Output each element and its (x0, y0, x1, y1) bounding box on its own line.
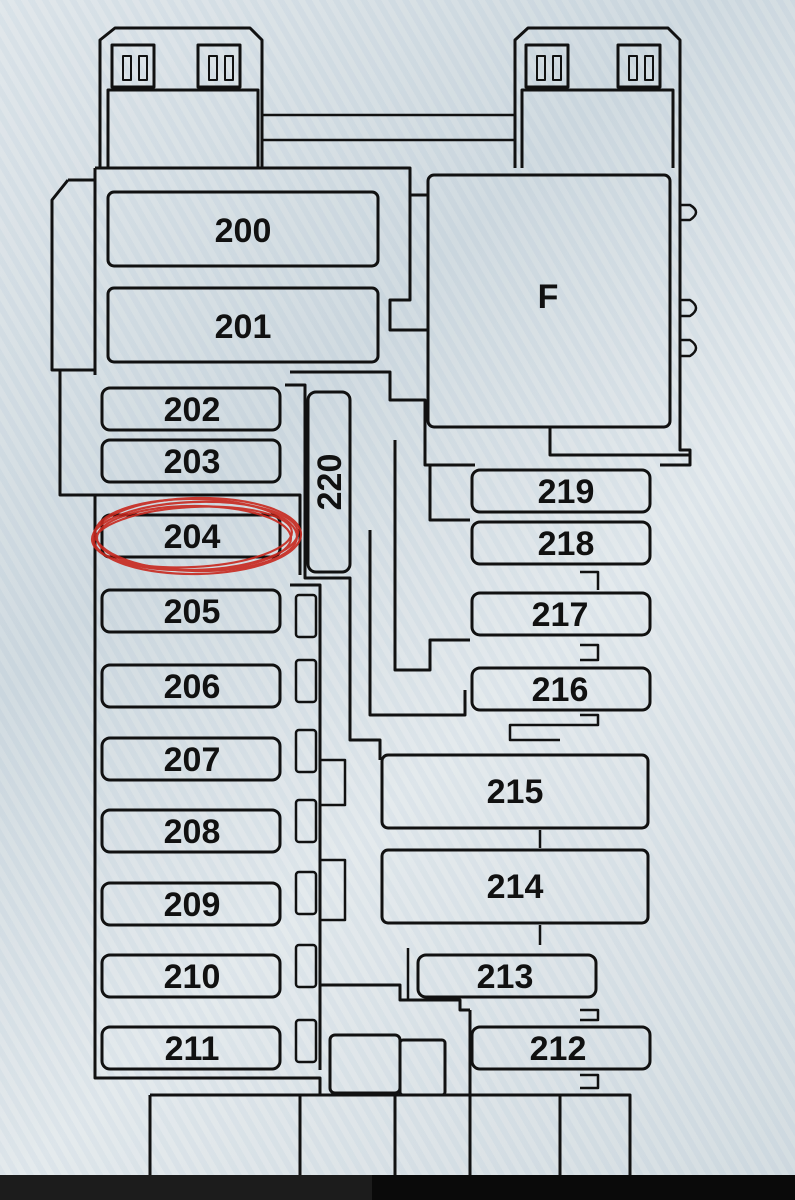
relay-label-f: F (538, 278, 559, 316)
fuse-label-205: 205 (164, 593, 221, 631)
fuse-201-box (106, 286, 380, 364)
fuse-label-216: 216 (532, 671, 589, 709)
fuse-212-box (470, 1025, 652, 1071)
fuse-200-box (106, 190, 380, 268)
fuse-label-210: 210 (164, 958, 221, 996)
fuse-207-box (100, 736, 282, 782)
fuse-202-box (100, 386, 282, 432)
fuse-211-box (100, 1025, 282, 1071)
fuse-213-box (416, 953, 598, 999)
fuse-209-box (100, 881, 282, 927)
fuse-label-219: 219 (538, 473, 595, 511)
side-tabs (294, 593, 347, 1064)
fuse-205-box (100, 588, 282, 634)
fuse-label-203: 203 (164, 443, 221, 481)
fuse-206-box (100, 663, 282, 709)
red-highlight-circle (90, 496, 303, 576)
fuse-label-213: 213 (477, 958, 534, 996)
fuse-204-box (100, 513, 282, 559)
fuse-218-box (470, 520, 652, 566)
fuse-210-box (100, 953, 282, 999)
top-left-connector (98, 26, 264, 168)
fuse-220-box (306, 390, 352, 574)
fuse-label-215: 215 (487, 773, 544, 811)
fuse-217-box (470, 591, 652, 637)
fuse-208-box (100, 808, 282, 854)
fuse-214-box (380, 848, 650, 925)
fuse-label-220: 220 (311, 454, 349, 511)
fuse-label-218: 218 (538, 525, 595, 563)
fuse-216-box (470, 666, 652, 712)
fuse-label-207: 207 (164, 741, 221, 779)
fuse-203-box (100, 438, 282, 484)
fuse-box-diagram: 200 201 202 203 204 205 206 207 208 209 … (50, 26, 698, 1175)
fuse-label-209: 209 (164, 886, 221, 924)
fuse-label-208: 208 (164, 813, 221, 851)
top-right-connector (513, 26, 682, 168)
fuse-label-212: 212 (530, 1030, 587, 1068)
fuse-label-200: 200 (215, 212, 272, 250)
fuse-label-202: 202 (164, 391, 221, 429)
fuse-label-214: 214 (487, 868, 544, 906)
fuse-215-box (380, 753, 650, 830)
fuse-label-206: 206 (164, 668, 221, 706)
bottom-dark-strip (0, 1175, 795, 1200)
fuse-label-217: 217 (532, 596, 589, 634)
fuse-label-211: 211 (165, 1030, 220, 1068)
fuse-label-204: 204 (164, 518, 221, 556)
fuse-label-201: 201 (215, 308, 272, 346)
fuse-219-box (470, 468, 652, 514)
